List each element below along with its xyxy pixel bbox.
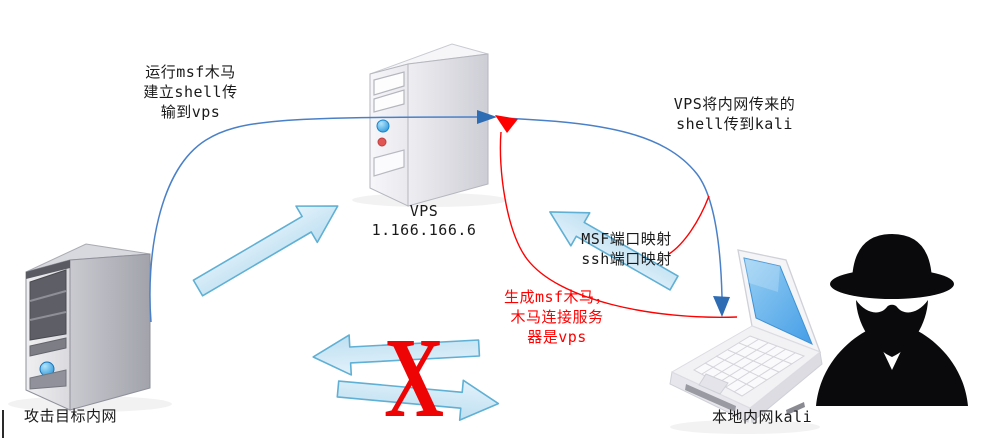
annotation-generate-trojan: 生成msf木马， 木马连接服务 器是vps <box>503 288 611 346</box>
flow-target-to-vps-arrowhead <box>477 110 497 124</box>
target-server-icon <box>25 243 151 411</box>
hacker-spy-icon <box>816 234 968 406</box>
vps-server-icon <box>369 43 489 207</box>
flow-vps-to-kali-arrowhead <box>713 296 730 317</box>
annotation-port-mapping: MSF端口映射 ssh端口映射 <box>581 230 672 268</box>
target-node-label: 攻击目标内网 <box>24 407 118 425</box>
flow-kali-to-vps-arrowhead <box>495 115 518 133</box>
blocked-x-mark: X <box>384 314 444 441</box>
port-mapping-block-arrow <box>549 211 679 291</box>
annotation-vps-to-kali: VPS将内网传来的 shell传到kali <box>673 95 796 133</box>
laptop-icon <box>669 249 823 423</box>
kali-node-label: 本地内网kali <box>712 408 813 426</box>
vps-ip-label: 1.166.166.6 <box>371 221 477 239</box>
vps-name-label: VPS <box>409 202 439 220</box>
blocked-right-arrow <box>336 379 500 421</box>
flow-vps-to-kali-line <box>498 117 723 298</box>
flow-kali-to-vps-line <box>499 131 738 318</box>
annotation-run-trojan: 运行msf木马 建立shell传 输到vps <box>143 63 238 121</box>
laptop-keyboard-grid <box>701 338 796 393</box>
uplink-block-arrow <box>192 205 339 297</box>
flow-red-segment <box>668 195 710 255</box>
flow-target-to-vps-line <box>149 116 479 323</box>
laptop-shadow <box>670 420 820 434</box>
blocked-left-arrow <box>312 334 481 376</box>
